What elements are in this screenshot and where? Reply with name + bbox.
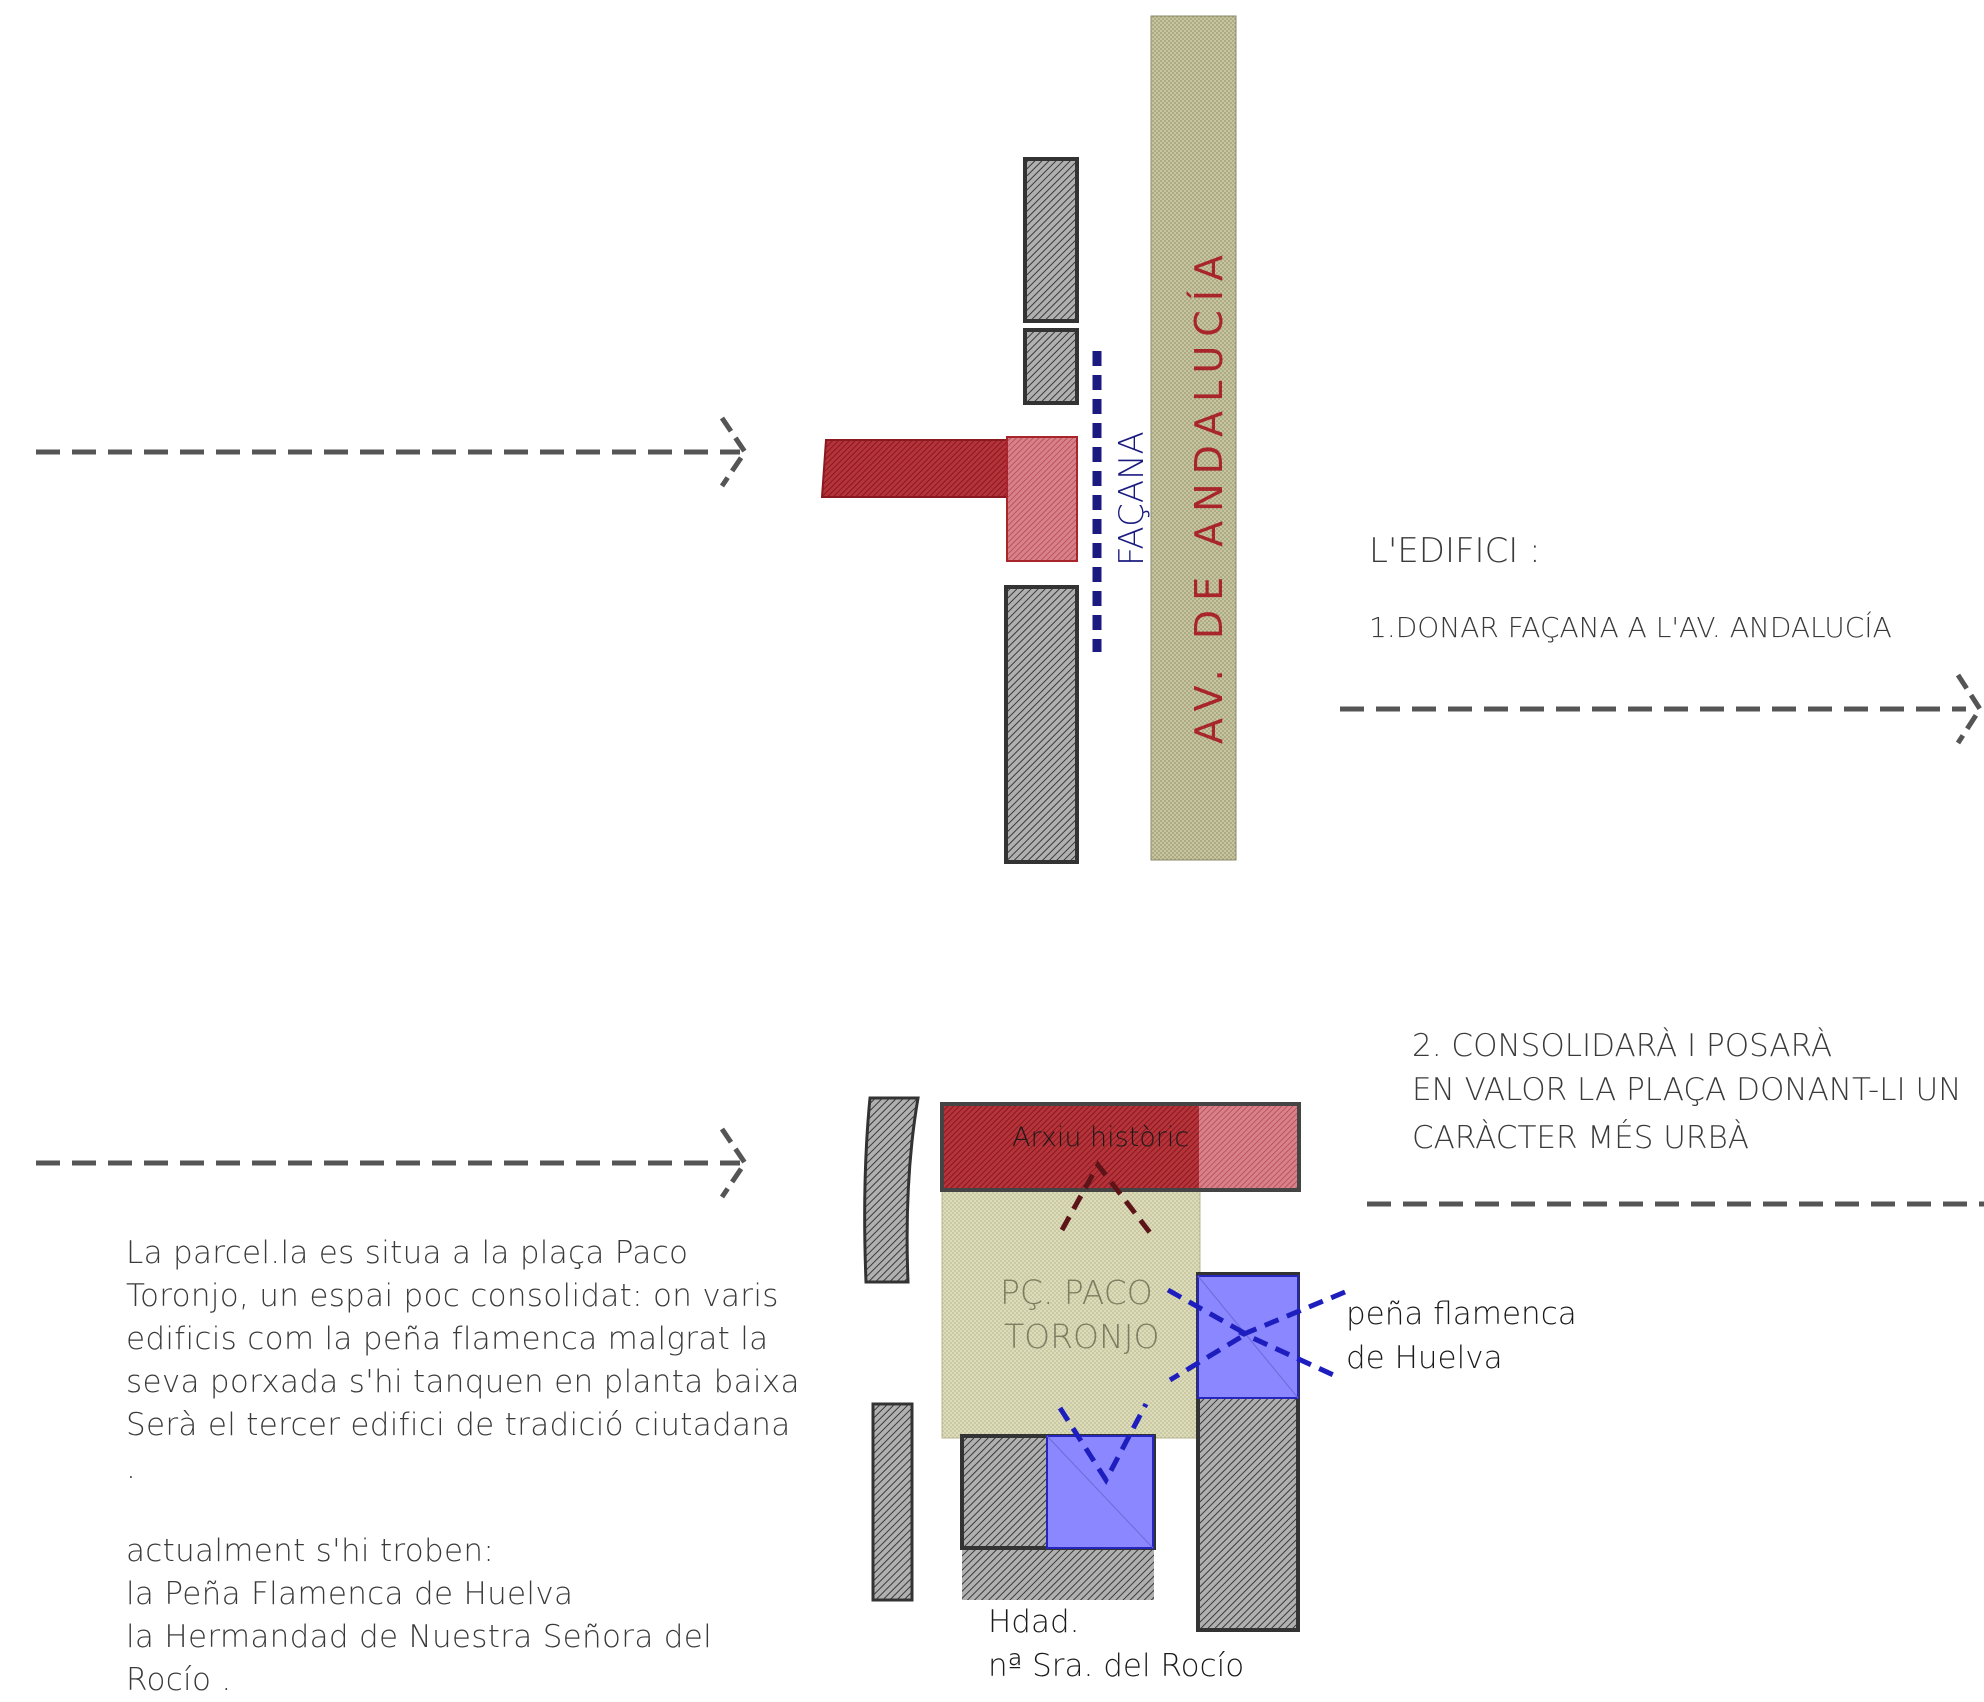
archive-label: Arxiu històric xyxy=(1012,1122,1189,1153)
archive-building xyxy=(942,1104,1199,1190)
arrow-bottom-left xyxy=(36,1127,749,1199)
point-2-line-2: EN VALOR LA PLAÇA DONANT-LI UN xyxy=(1412,1072,1961,1108)
building-heading: L'EDIFICI : xyxy=(1369,531,1541,571)
grey-building xyxy=(1023,328,1079,405)
arrow-top-right xyxy=(1340,673,1983,745)
red-building-wing xyxy=(820,439,1008,498)
point-2-line-1: 2. CONSOLIDARÀ I POSARÀ xyxy=(1412,1028,1832,1064)
archive-building-end xyxy=(1199,1104,1299,1190)
list-item: Rocío . xyxy=(126,1662,232,1698)
grey-building-lower-left xyxy=(871,1402,914,1602)
description-line: seva porxada s'hi tanquen en planta baix… xyxy=(126,1364,800,1400)
grey-building-curved xyxy=(863,1096,920,1284)
point-2-line-3: CARÀCTER MÉS URBÀ xyxy=(1412,1120,1749,1156)
plaza-label-line-2: TORONJO xyxy=(1004,1317,1159,1356)
red-building-front xyxy=(1006,436,1078,562)
hermandad-diagonal xyxy=(1046,1435,1154,1549)
list-item: la Peña Flamenca de Huelva xyxy=(126,1576,574,1612)
pena-label-line-2: de Huelva xyxy=(1346,1340,1503,1376)
arrow-top-left xyxy=(36,416,749,488)
description-line: Toronjo, un espai poc consolidat: on var… xyxy=(126,1278,779,1314)
hdad-label-line-1: Hdad. xyxy=(988,1604,1080,1640)
avenue-strip xyxy=(1150,15,1237,861)
view-lines-blue xyxy=(1057,1287,1346,1485)
archive-view-lines xyxy=(1059,1160,1153,1236)
occupants-list: actualment s'hi troben: la Peña Flamenca… xyxy=(126,1530,786,1702)
archive-outline xyxy=(940,1102,1301,1192)
list-item: la Hermandad de Nuestra Señora del xyxy=(126,1619,713,1655)
grey-building xyxy=(1004,585,1079,864)
pena-label-line-1: peña flamenca xyxy=(1346,1296,1577,1332)
description-line: . xyxy=(126,1450,137,1486)
facade-label: FAÇANA xyxy=(1112,431,1152,566)
plaza-label-line-1: PÇ. PACO xyxy=(1000,1273,1153,1312)
hdad-label-line-2: nª Sra. del Rocío xyxy=(988,1648,1244,1684)
site-description: La parcel.la es situa a la plaça Paco To… xyxy=(126,1232,800,1490)
description-line: edificis com la peña flamenca malgrat la xyxy=(126,1321,769,1357)
bottom-diagram: 2. CONSOLIDARÀ I POSARÀ EN VALOR LA PLAÇ… xyxy=(36,1028,1984,1684)
description-line: La parcel.la es situa a la plaça Paco xyxy=(126,1235,689,1271)
pena-diagonal xyxy=(1197,1275,1299,1399)
top-diagram: AV. DE ANDALUCÍA FAÇANA L'EDIFICI : 1.DO… xyxy=(36,15,1983,864)
list-intro: actualment s'hi troben: xyxy=(126,1533,495,1569)
point-1: 1.DONAR FAÇANA A L'AV. ANDALUCÍA xyxy=(1369,610,1892,644)
avenue-label: AV. DE ANDALUCÍA xyxy=(1187,246,1231,744)
grey-building xyxy=(1023,157,1079,323)
plaza-area xyxy=(941,1189,1201,1439)
description-line: Serà el tercer edifici de tradició ciuta… xyxy=(126,1407,791,1443)
